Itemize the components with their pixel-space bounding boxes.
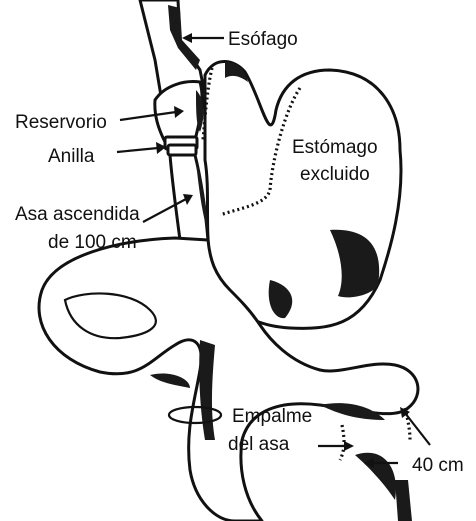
label-ascending-loop-line2: de 100 cm [48, 232, 137, 253]
ring-band [165, 137, 197, 155]
label-excluded-stomach-line2: excluido [300, 164, 370, 185]
junction-arrowhead [344, 441, 354, 451]
ring-pointer [117, 148, 158, 152]
label-distance: 40 cm [412, 455, 464, 476]
esophagus-arrowhead [182, 33, 192, 43]
junction-staple-line [340, 425, 344, 460]
label-esophagus: Esófago [228, 29, 298, 50]
label-ascending-loop-line1: Asa ascendida [15, 204, 140, 225]
label-reservoir: Reservorio [15, 112, 107, 133]
excluded-stomach [205, 61, 401, 328]
label-ring: Anilla [48, 146, 95, 167]
label-excluded-stomach-line1: Estómago [292, 137, 378, 158]
label-loop-junction-line2: del asa [228, 434, 290, 455]
label-loop-junction-line1: Empalme [232, 406, 312, 427]
